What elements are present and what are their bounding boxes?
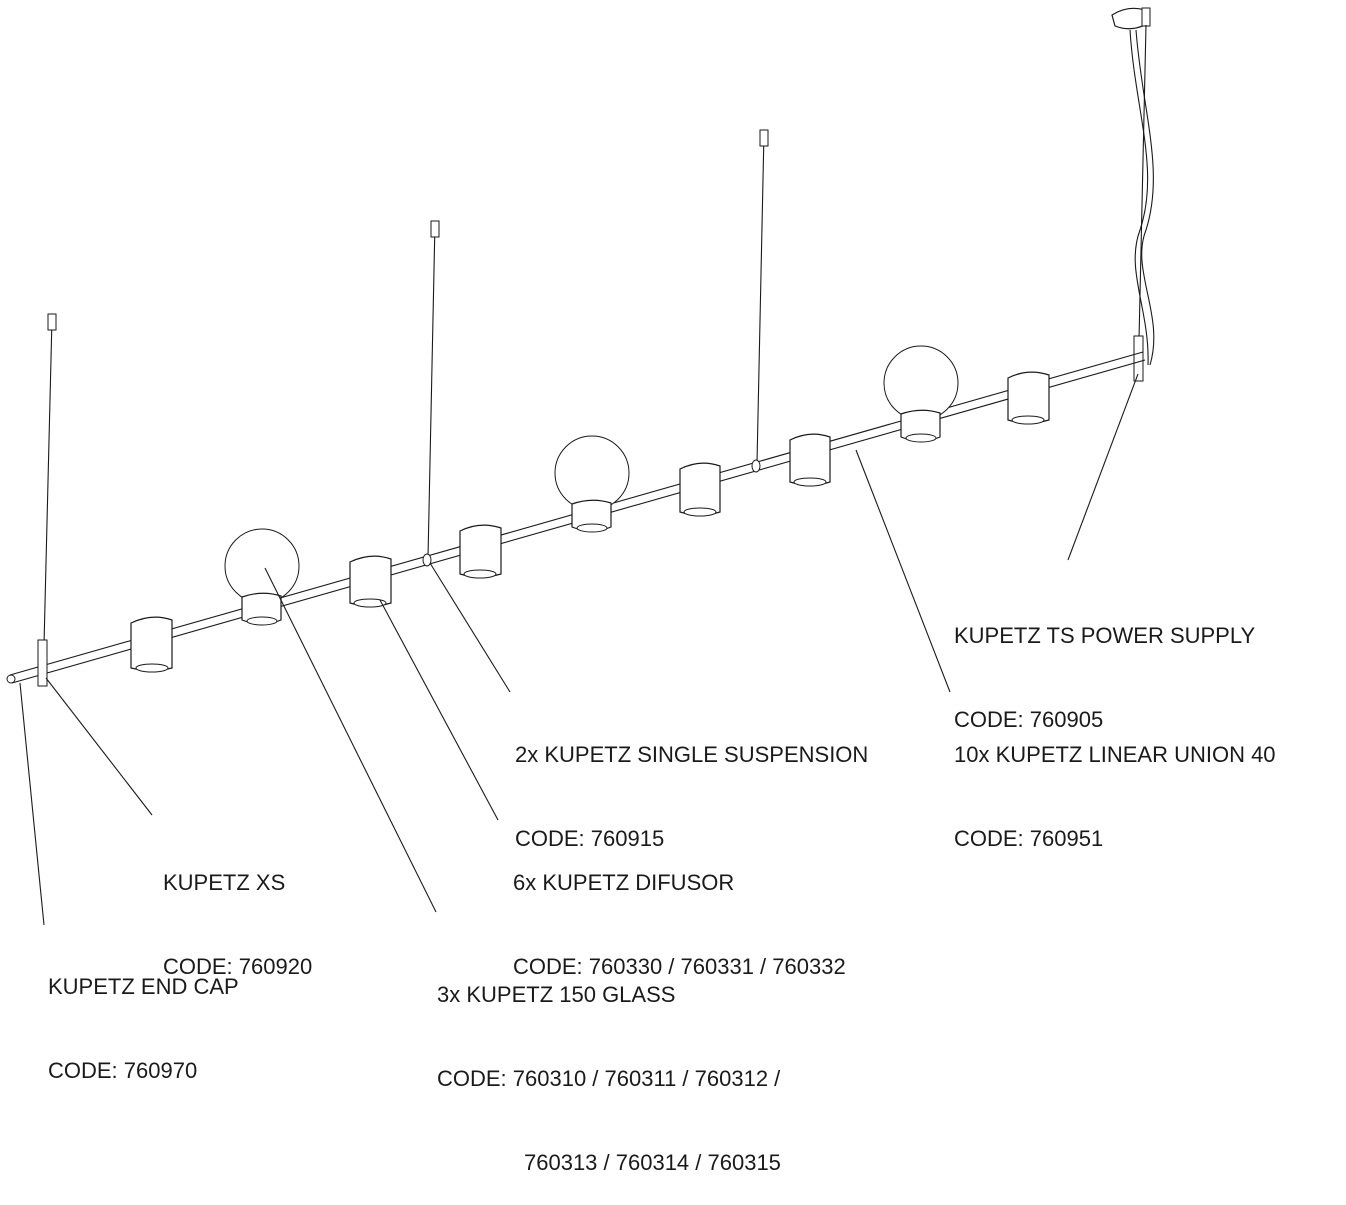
single-suspension-code: CODE: 760915 — [515, 826, 665, 851]
xs-label: KUPETZ XS CODE: 760920 — [163, 813, 312, 1009]
power-supply-title: KUPETZ TS POWER SUPPLY — [954, 623, 1256, 648]
power-supply-code: CODE: 760905 — [954, 707, 1104, 732]
glass-title: 3x KUPETZ 150 GLASS — [437, 982, 676, 1007]
single-suspension-title: 2x KUPETZ SINGLE SUSPENSION — [515, 742, 869, 767]
glass-globes — [224, 345, 959, 626]
leader-lines — [19, 373, 1139, 926]
end-cap-code: CODE: 760970 — [48, 1058, 198, 1083]
difusor-bodies — [130, 371, 1050, 673]
difusor-code: CODE: 760330 / 760331 / 760332 — [513, 954, 846, 979]
linear-union-code: CODE: 760951 — [954, 826, 1104, 851]
assembly-drawing — [6, 7, 1155, 926]
glass-code-cont: 760313 / 760314 / 760315 — [524, 1150, 781, 1175]
power-supply-label: KUPETZ TS POWER SUPPLY CODE: 760905 — [954, 566, 1255, 762]
xs-code: CODE: 760920 — [163, 954, 313, 979]
suspension-cables — [43, 7, 1155, 646]
single-suspension-label: 2x KUPETZ SINGLE SUSPENSION CODE: 760915 — [515, 685, 868, 881]
xs-title: KUPETZ XS — [163, 870, 286, 895]
end-cap-title: KUPETZ END CAP — [48, 974, 239, 999]
glass-code: CODE: 760310 / 760311 / 760312 / — [437, 1066, 781, 1091]
linear-union-title: 10x KUPETZ LINEAR UNION 40 — [954, 742, 1276, 767]
difusor-title: 6x KUPETZ DIFUSOR — [513, 870, 735, 895]
linear-union-label: 10x KUPETZ LINEAR UNION 40 CODE: 760951 — [954, 685, 1276, 881]
difusor-label: 6x KUPETZ DIFUSOR CODE: 760330 / 760331 … — [513, 813, 846, 1009]
